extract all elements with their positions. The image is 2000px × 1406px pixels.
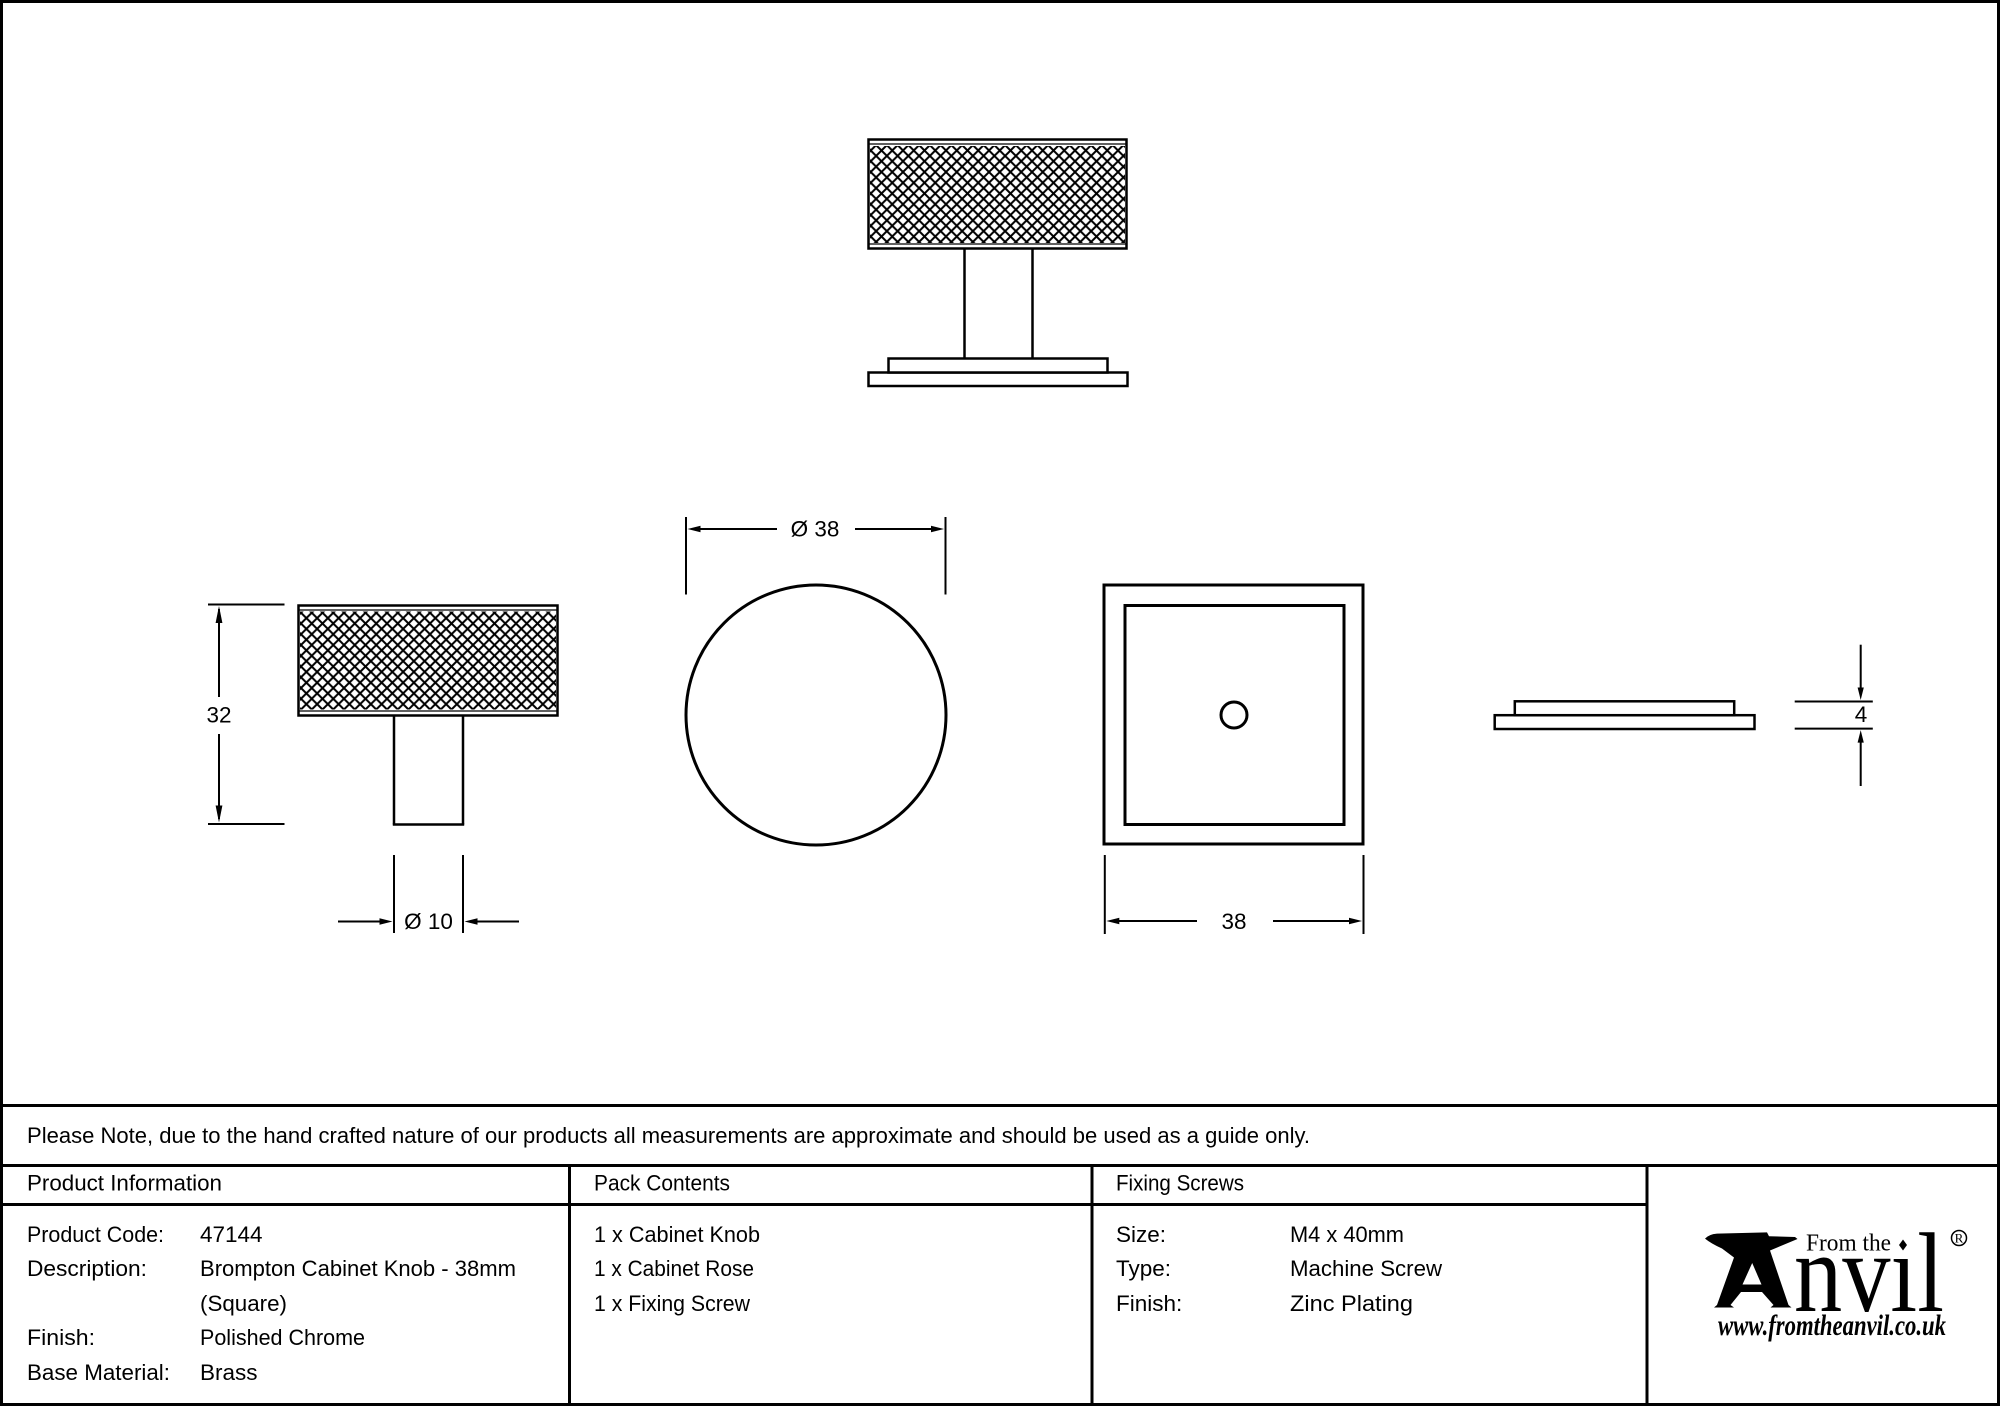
svg-text:Size:: Size: bbox=[1116, 1222, 1166, 1247]
svg-text:From the: From the bbox=[1806, 1231, 1891, 1257]
svg-text:Zinc Plating: Zinc Plating bbox=[1290, 1291, 1413, 1316]
svg-text:1 x Cabinet Rose: 1 x Cabinet Rose bbox=[594, 1256, 754, 1281]
svg-text:Brompton Cabinet Knob - 38mm: Brompton Cabinet Knob - 38mm bbox=[200, 1256, 516, 1281]
svg-text:Polished Chrome: Polished Chrome bbox=[200, 1325, 365, 1350]
svg-text:www.fromtheanvil.co.uk: www.fromtheanvil.co.uk bbox=[1718, 1309, 1946, 1342]
svg-text:Finish:: Finish: bbox=[1116, 1291, 1182, 1316]
svg-text:1 x Cabinet Knob: 1 x Cabinet Knob bbox=[594, 1222, 760, 1247]
svg-text:Base Material:: Base Material: bbox=[27, 1360, 170, 1385]
svg-text:1 x Fixing Screw: 1 x Fixing Screw bbox=[594, 1291, 751, 1316]
svg-text:Finish:: Finish: bbox=[27, 1325, 95, 1350]
svg-text:32: 32 bbox=[206, 703, 231, 728]
svg-text:4: 4 bbox=[1855, 702, 1868, 727]
svg-text:Machine Screw: Machine Screw bbox=[1290, 1256, 1443, 1281]
svg-text:R: R bbox=[1955, 1231, 1964, 1246]
svg-text:38: 38 bbox=[1221, 909, 1246, 934]
svg-text:Fixing Screws: Fixing Screws bbox=[1116, 1171, 1244, 1196]
svg-text:Ø 10: Ø 10 bbox=[404, 909, 453, 934]
svg-text:Product Code:: Product Code: bbox=[27, 1222, 164, 1247]
svg-text:nvıl: nvıl bbox=[1794, 1211, 1944, 1336]
svg-text:Product Information: Product Information bbox=[27, 1171, 222, 1196]
svg-text:47144: 47144 bbox=[200, 1222, 263, 1247]
svg-text:Pack Contents: Pack Contents bbox=[594, 1171, 730, 1196]
svg-text:M4 x 40mm: M4 x 40mm bbox=[1290, 1222, 1404, 1247]
svg-text:Description:: Description: bbox=[27, 1256, 147, 1281]
svg-text:Type:: Type: bbox=[1116, 1256, 1171, 1281]
svg-text:Ø 38: Ø 38 bbox=[791, 517, 840, 542]
svg-text:Brass: Brass bbox=[200, 1360, 258, 1385]
svg-text:(Square): (Square) bbox=[200, 1291, 287, 1316]
svg-text:Please Note, due to the hand c: Please Note, due to the hand crafted nat… bbox=[27, 1123, 1310, 1148]
